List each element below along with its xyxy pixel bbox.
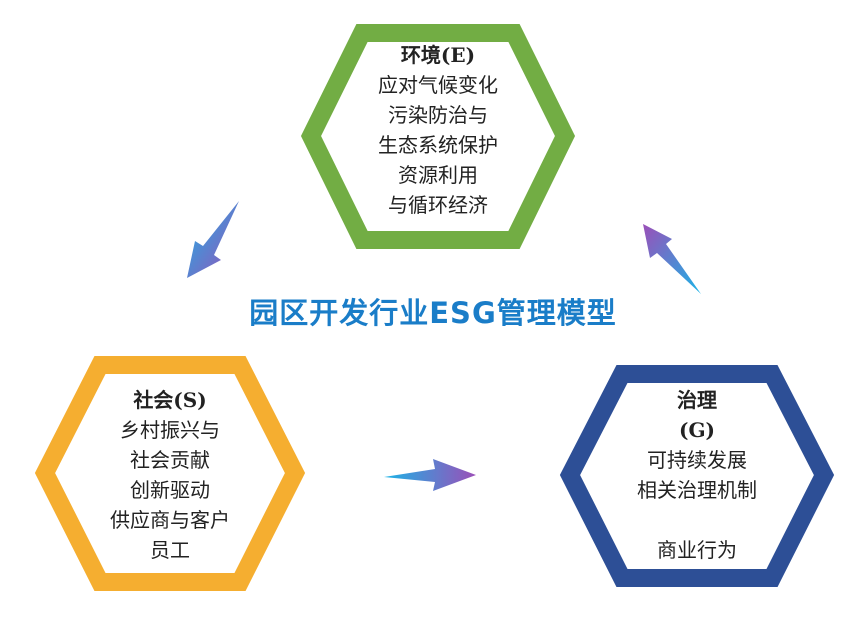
governance-hexagon: [559, 365, 835, 587]
environment-item: 污染防治与: [388, 103, 488, 127]
governance-item: 商业行为: [657, 538, 737, 562]
governance-item: 可持续发展: [647, 448, 747, 472]
governance-title: 治理: [677, 388, 717, 412]
social-title: 社会(S): [133, 388, 207, 412]
social-item: 供应商与客户: [110, 508, 230, 532]
arrow-environment-to-social: [187, 201, 239, 278]
governance-content: 治理 (G) 可持续发展 相关治理机制 商业行为: [597, 385, 797, 565]
diagram-title: 园区开发行业ESG管理模型: [249, 296, 617, 330]
environment-hexagon: [300, 24, 576, 249]
social-hexagon: [34, 356, 306, 591]
social-item: 社会贡献: [130, 448, 210, 472]
arrow-social-to-governance: [384, 459, 476, 491]
spacer: [597, 505, 797, 535]
governance-subtitle: (G): [678, 418, 715, 442]
environment-title: 环境(E): [400, 43, 476, 67]
social-content: 社会(S) 乡村振兴与 社会贡献 创新驱动 供应商与客户 员工: [70, 385, 270, 565]
environment-item: 应对气候变化: [378, 73, 498, 97]
environment-content: 环境(E) 应对气候变化 污染防治与 生态系统保护 资源利用 与循环经济: [338, 40, 538, 220]
environment-item: 与循环经济: [388, 193, 488, 217]
governance-item: 相关治理机制: [637, 478, 757, 502]
social-item: 员工: [150, 538, 190, 562]
social-item: 乡村振兴与: [120, 418, 220, 442]
environment-item: 生态系统保护: [378, 133, 498, 157]
environment-item: 资源利用: [398, 163, 478, 187]
social-item: 创新驱动: [130, 478, 210, 502]
arrow-governance-to-environment: [643, 224, 701, 294]
